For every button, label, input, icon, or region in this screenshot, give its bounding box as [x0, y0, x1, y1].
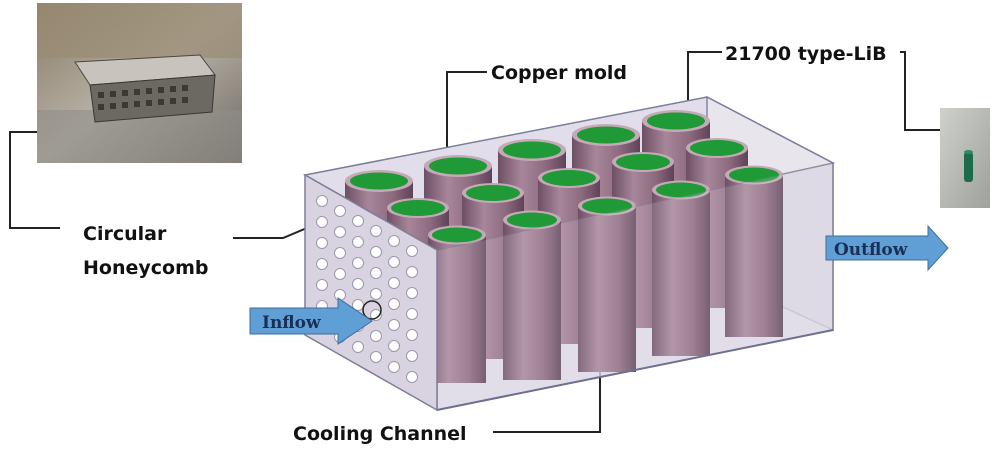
leader-battery-photo: [900, 51, 940, 131]
copper-mold-label: Copper mold: [491, 62, 627, 84]
leader-copper-mold: [446, 71, 487, 160]
leader-photo: [9, 131, 60, 229]
honeycomb-label-line2: Honeycomb: [83, 257, 208, 279]
outflow-arrow: Outflow: [825, 224, 949, 272]
box-bottom-edge: [436, 329, 834, 411]
battery-type-label: 21700 type-LiB: [725, 43, 887, 65]
battery-photo: [940, 108, 990, 208]
battery-array: [345, 110, 783, 383]
cooling-channel-label: Cooling Channel: [293, 423, 467, 445]
honeycomb-label-line1: Circular: [83, 223, 167, 245]
inflow-label: Inflow: [262, 313, 321, 333]
honeycomb-photo: [37, 3, 242, 163]
leader-battery-type: [687, 51, 722, 118]
outflow-label: Outflow: [834, 240, 908, 260]
inlet-marker: [362, 300, 382, 320]
inflow-arrow: Inflow: [249, 297, 373, 345]
